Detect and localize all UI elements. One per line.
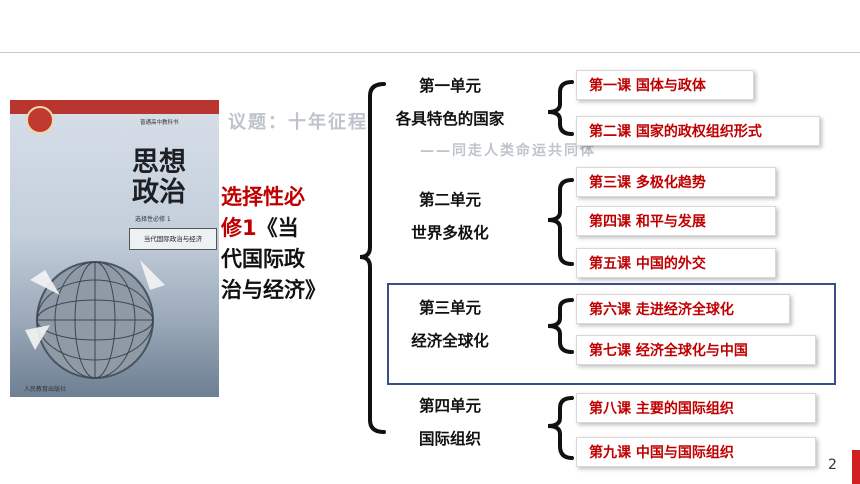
unit-title: 经济全球化 — [411, 332, 489, 350]
ghost-subtitle: ——同走人类命运共同体 — [420, 143, 596, 159]
lesson-6[interactable]: 第六课 走进经济全球化 — [576, 294, 790, 324]
lesson-5[interactable]: 第五课 中国的外交 — [576, 248, 776, 278]
lesson-4[interactable]: 第四课 和平与发展 — [576, 206, 776, 236]
cover-subtitle: 选择性必修 1 — [135, 216, 171, 223]
page-number: 2 — [828, 457, 837, 473]
course-title-line3: 代国际政 — [221, 247, 305, 271]
publisher-logo — [26, 106, 54, 134]
cover-title: 思想 政治 — [132, 147, 186, 208]
ghost-title: 议题：十年征程 — [228, 112, 368, 133]
unit-2: 第二单元 世界多极化 — [370, 184, 530, 250]
lesson-7[interactable]: 第七课 经济全球化与中国 — [576, 335, 816, 365]
lesson-3[interactable]: 第三课 多极化趋势 — [576, 167, 776, 197]
course-title-line4: 治与经济》 — [221, 278, 326, 302]
lesson-9[interactable]: 第九课 中国与国际组织 — [576, 437, 816, 467]
textbook-cover: 普通高中教科书 思想 政治 选择性必修 1 当代国际政治与经济 人民教育出版社 — [10, 100, 219, 397]
unit-name: 第二单元 — [418, 191, 481, 209]
lesson-8[interactable]: 第八课 主要的国际组织 — [576, 393, 816, 423]
cover-publisher: 人民教育出版社 — [24, 386, 67, 393]
globe-illustration — [25, 260, 165, 379]
course-title-line2: 修1《当 — [221, 216, 299, 240]
course-title: 选择性必 修1《当 代国际政 治与经济》 — [221, 182, 355, 332]
corner-red-tab — [852, 450, 860, 484]
unit-title: 世界多极化 — [411, 224, 489, 242]
unit-name: 第三单元 — [418, 299, 481, 317]
unit-3: 第三单元 经济全球化 — [370, 292, 530, 358]
lesson-2[interactable]: 第二课 国家的政权组织形式 — [576, 116, 820, 146]
cover-series: 普通高中教科书 — [140, 120, 179, 126]
unit-name: 第四单元 — [418, 397, 481, 415]
unit-3-highlight-frame — [387, 283, 836, 385]
unit-title: 各具特色的国家 — [395, 110, 505, 128]
top-divider — [0, 52, 860, 53]
cover-band: 当代国际政治与经济 — [129, 228, 217, 250]
unit-1: 第一单元 各具特色的国家 — [370, 70, 530, 136]
cover-top-band — [10, 100, 219, 114]
unit-4: 第四单元 国际组织 — [370, 390, 530, 456]
lesson-1[interactable]: 第一课 国体与政体 — [576, 70, 754, 100]
course-title-line1: 选择性必 — [221, 185, 305, 209]
unit-title: 国际组织 — [418, 430, 481, 448]
unit-name: 第一单元 — [418, 77, 481, 95]
